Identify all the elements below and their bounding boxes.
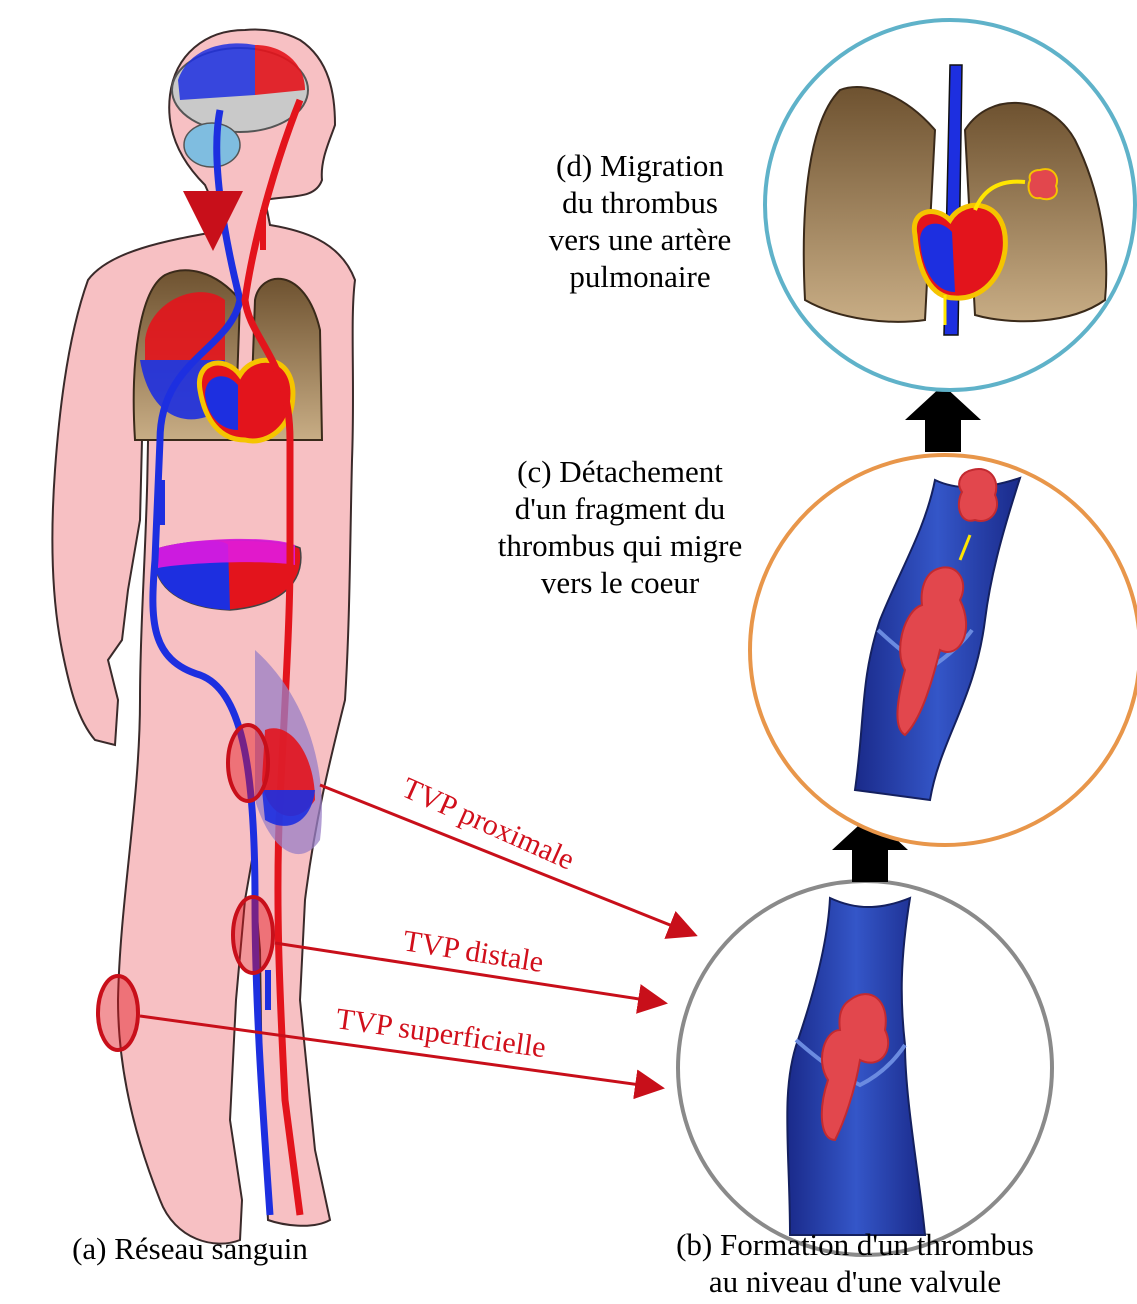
caption-d-line2: du thrombus [515,184,765,221]
marker-distal [233,897,273,973]
caption-b-line2: au niveau d'une valvule [620,1263,1090,1300]
marker-superficial [98,976,138,1050]
caption-c-line1: (c) Détachement [470,453,770,490]
lung-d-left [804,87,935,322]
caption-d-line4: pulmonaire [515,258,765,295]
caption-b: (b) Formation d'un thrombus au niveau d'… [620,1226,1090,1300]
label-tvp-superficielle: TVP superficielle [334,1002,548,1064]
caption-c-line2: d'un fragment du [470,490,770,527]
caption-d: (d) Migration du thrombus vers une artèr… [515,147,765,295]
caption-c-line4: vers le coeur [470,564,770,601]
label-tvp-proximale: TVP proximale [397,771,579,876]
caption-b-line1: (b) Formation d'un thrombus [620,1226,1090,1263]
marker-proximal [228,725,268,801]
panel-c [750,455,1137,845]
caption-d-line1: (d) Migration [515,147,765,184]
caption-c-line3: thrombus qui migre [470,527,770,564]
panel-b [678,881,1052,1255]
pointer-proximal [320,785,695,935]
cerebellum [184,123,240,167]
arrow-c-to-d [905,385,981,452]
fragment-c [959,469,997,521]
embolus-d [1028,169,1057,199]
caption-c: (c) Détachement d'un fragment du thrombu… [470,453,770,601]
body-silhouette [52,29,355,1243]
caption-d-line3: vers une artère [515,221,765,258]
caption-a: (a) Réseau sanguin [50,1230,330,1267]
panel-d [765,20,1135,390]
label-tvp-distale: TVP distale [401,924,546,979]
body-figure [52,29,355,1243]
